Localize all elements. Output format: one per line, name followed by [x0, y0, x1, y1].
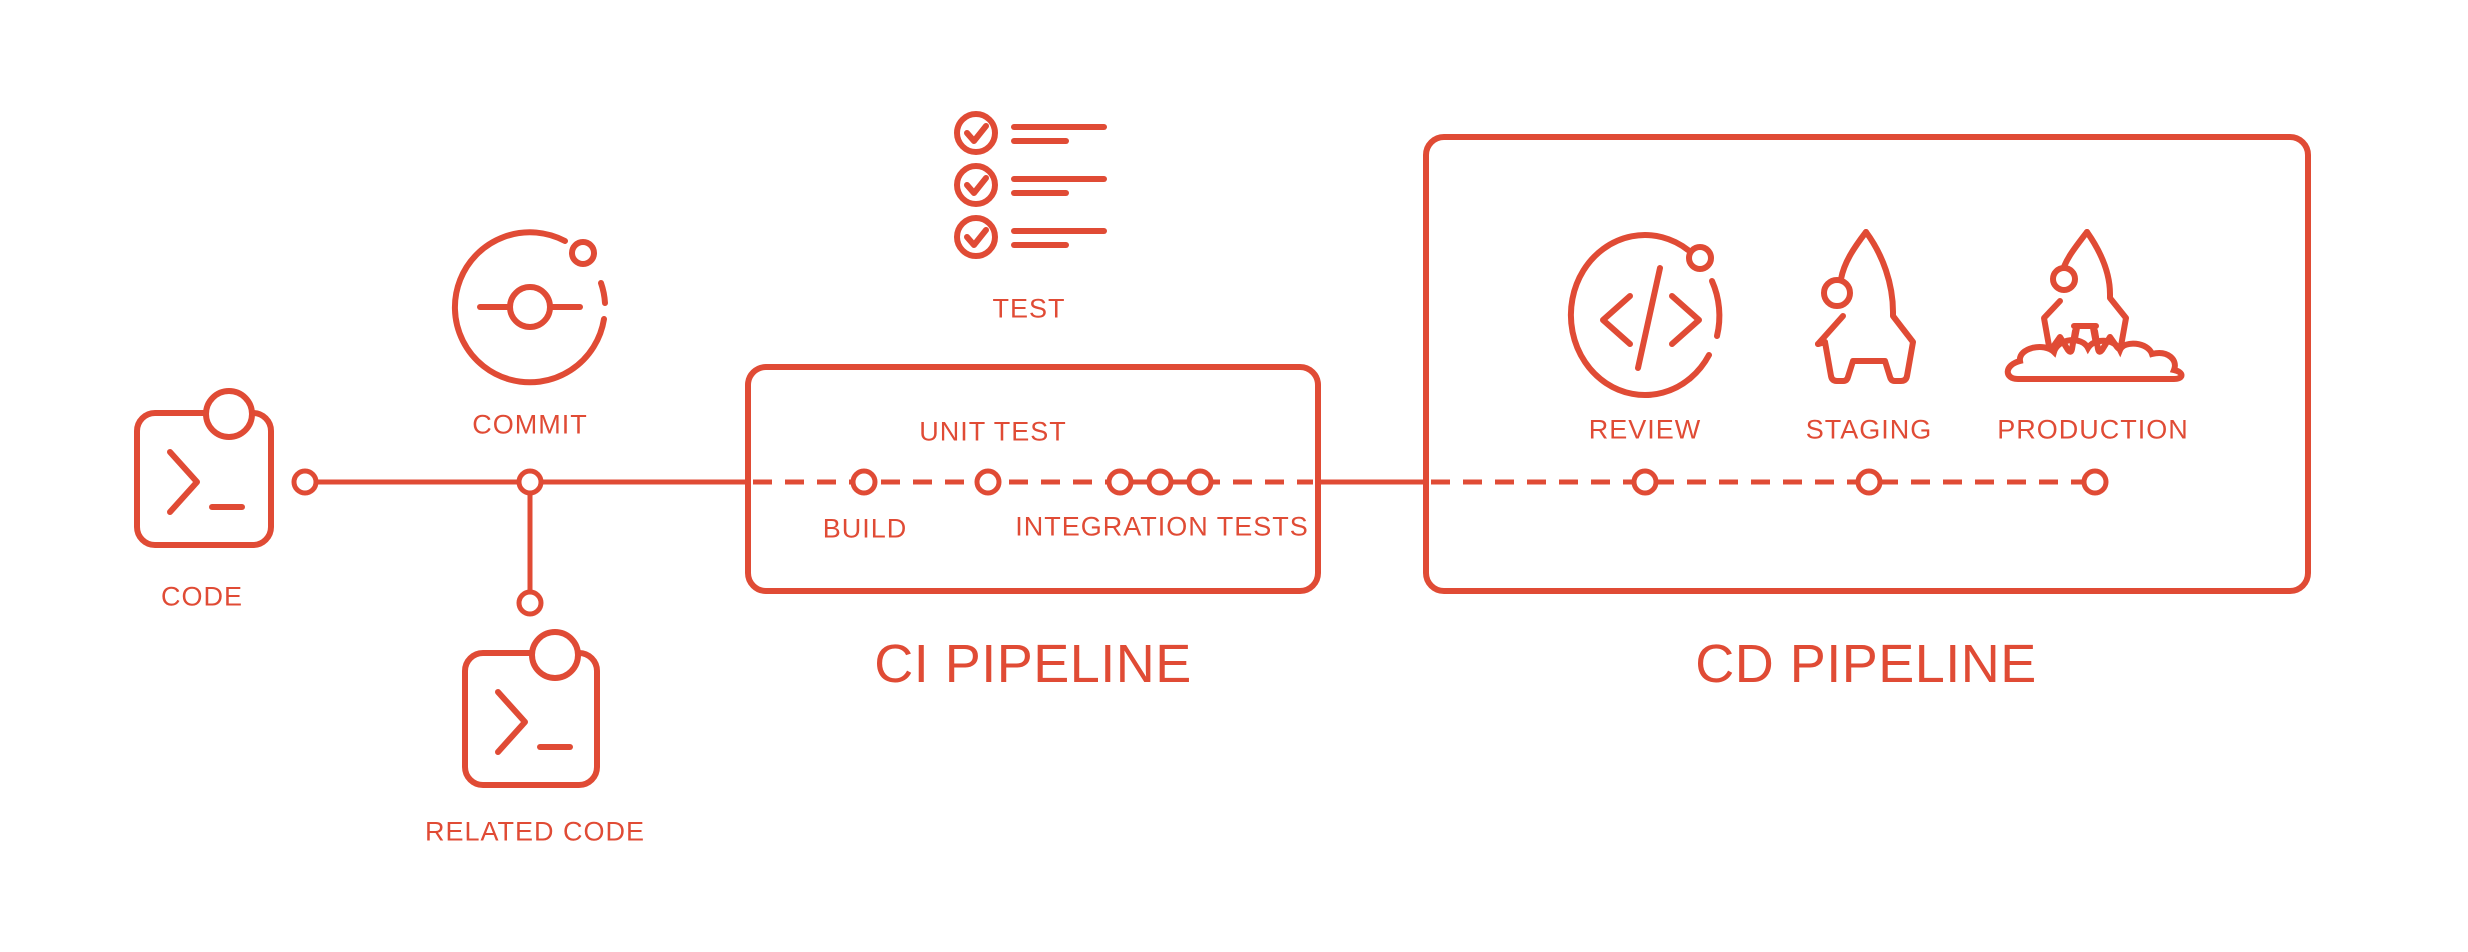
commit-label: COMMIT [472, 409, 588, 440]
terminal-window-icon [134, 388, 274, 548]
build-label: BUILD [822, 513, 908, 544]
pipeline-nodes [291, 468, 2109, 617]
code-review-orbit-icon [1567, 232, 1723, 398]
node-production [2081, 468, 2109, 496]
commit-orbit-icon [451, 229, 608, 386]
integration-tests-label: INTEGRATION TESTS [1015, 511, 1309, 542]
node-build [850, 468, 878, 496]
cd-pipeline-box [1423, 134, 2311, 594]
node-unit-test [974, 468, 1002, 496]
node-commit [516, 468, 544, 496]
staging-label: STAGING [1805, 414, 1933, 445]
checklist-row [954, 163, 1107, 207]
terminal-window-icon [462, 629, 600, 788]
code-label: CODE [160, 581, 244, 612]
checklist-row [954, 215, 1107, 259]
node-review [1631, 468, 1659, 496]
cd-pipeline-title: CD PIPELINE [1695, 634, 2037, 694]
test-label: TEST [992, 293, 1066, 324]
node-integration-2 [1146, 468, 1174, 496]
related-code-label: RELATED CODE [424, 816, 646, 847]
rocket-icon [1815, 229, 1916, 384]
review-label: REVIEW [1588, 414, 1702, 445]
ci-pipeline-box [745, 364, 1321, 594]
unit-test-label: UNIT TEST [919, 416, 1067, 447]
node-integration-1 [1106, 468, 1134, 496]
node-integration-3 [1186, 468, 1214, 496]
rocket-launch-icon [2004, 229, 2185, 382]
node-related-code [516, 589, 544, 617]
node-staging [1855, 468, 1883, 496]
checklist-row [954, 111, 1107, 155]
checklist-icon [954, 111, 1107, 259]
ci-pipeline-title: CI PIPELINE [874, 634, 1192, 694]
node-code [291, 468, 319, 496]
production-label: PRODUCTION [1997, 414, 2189, 445]
